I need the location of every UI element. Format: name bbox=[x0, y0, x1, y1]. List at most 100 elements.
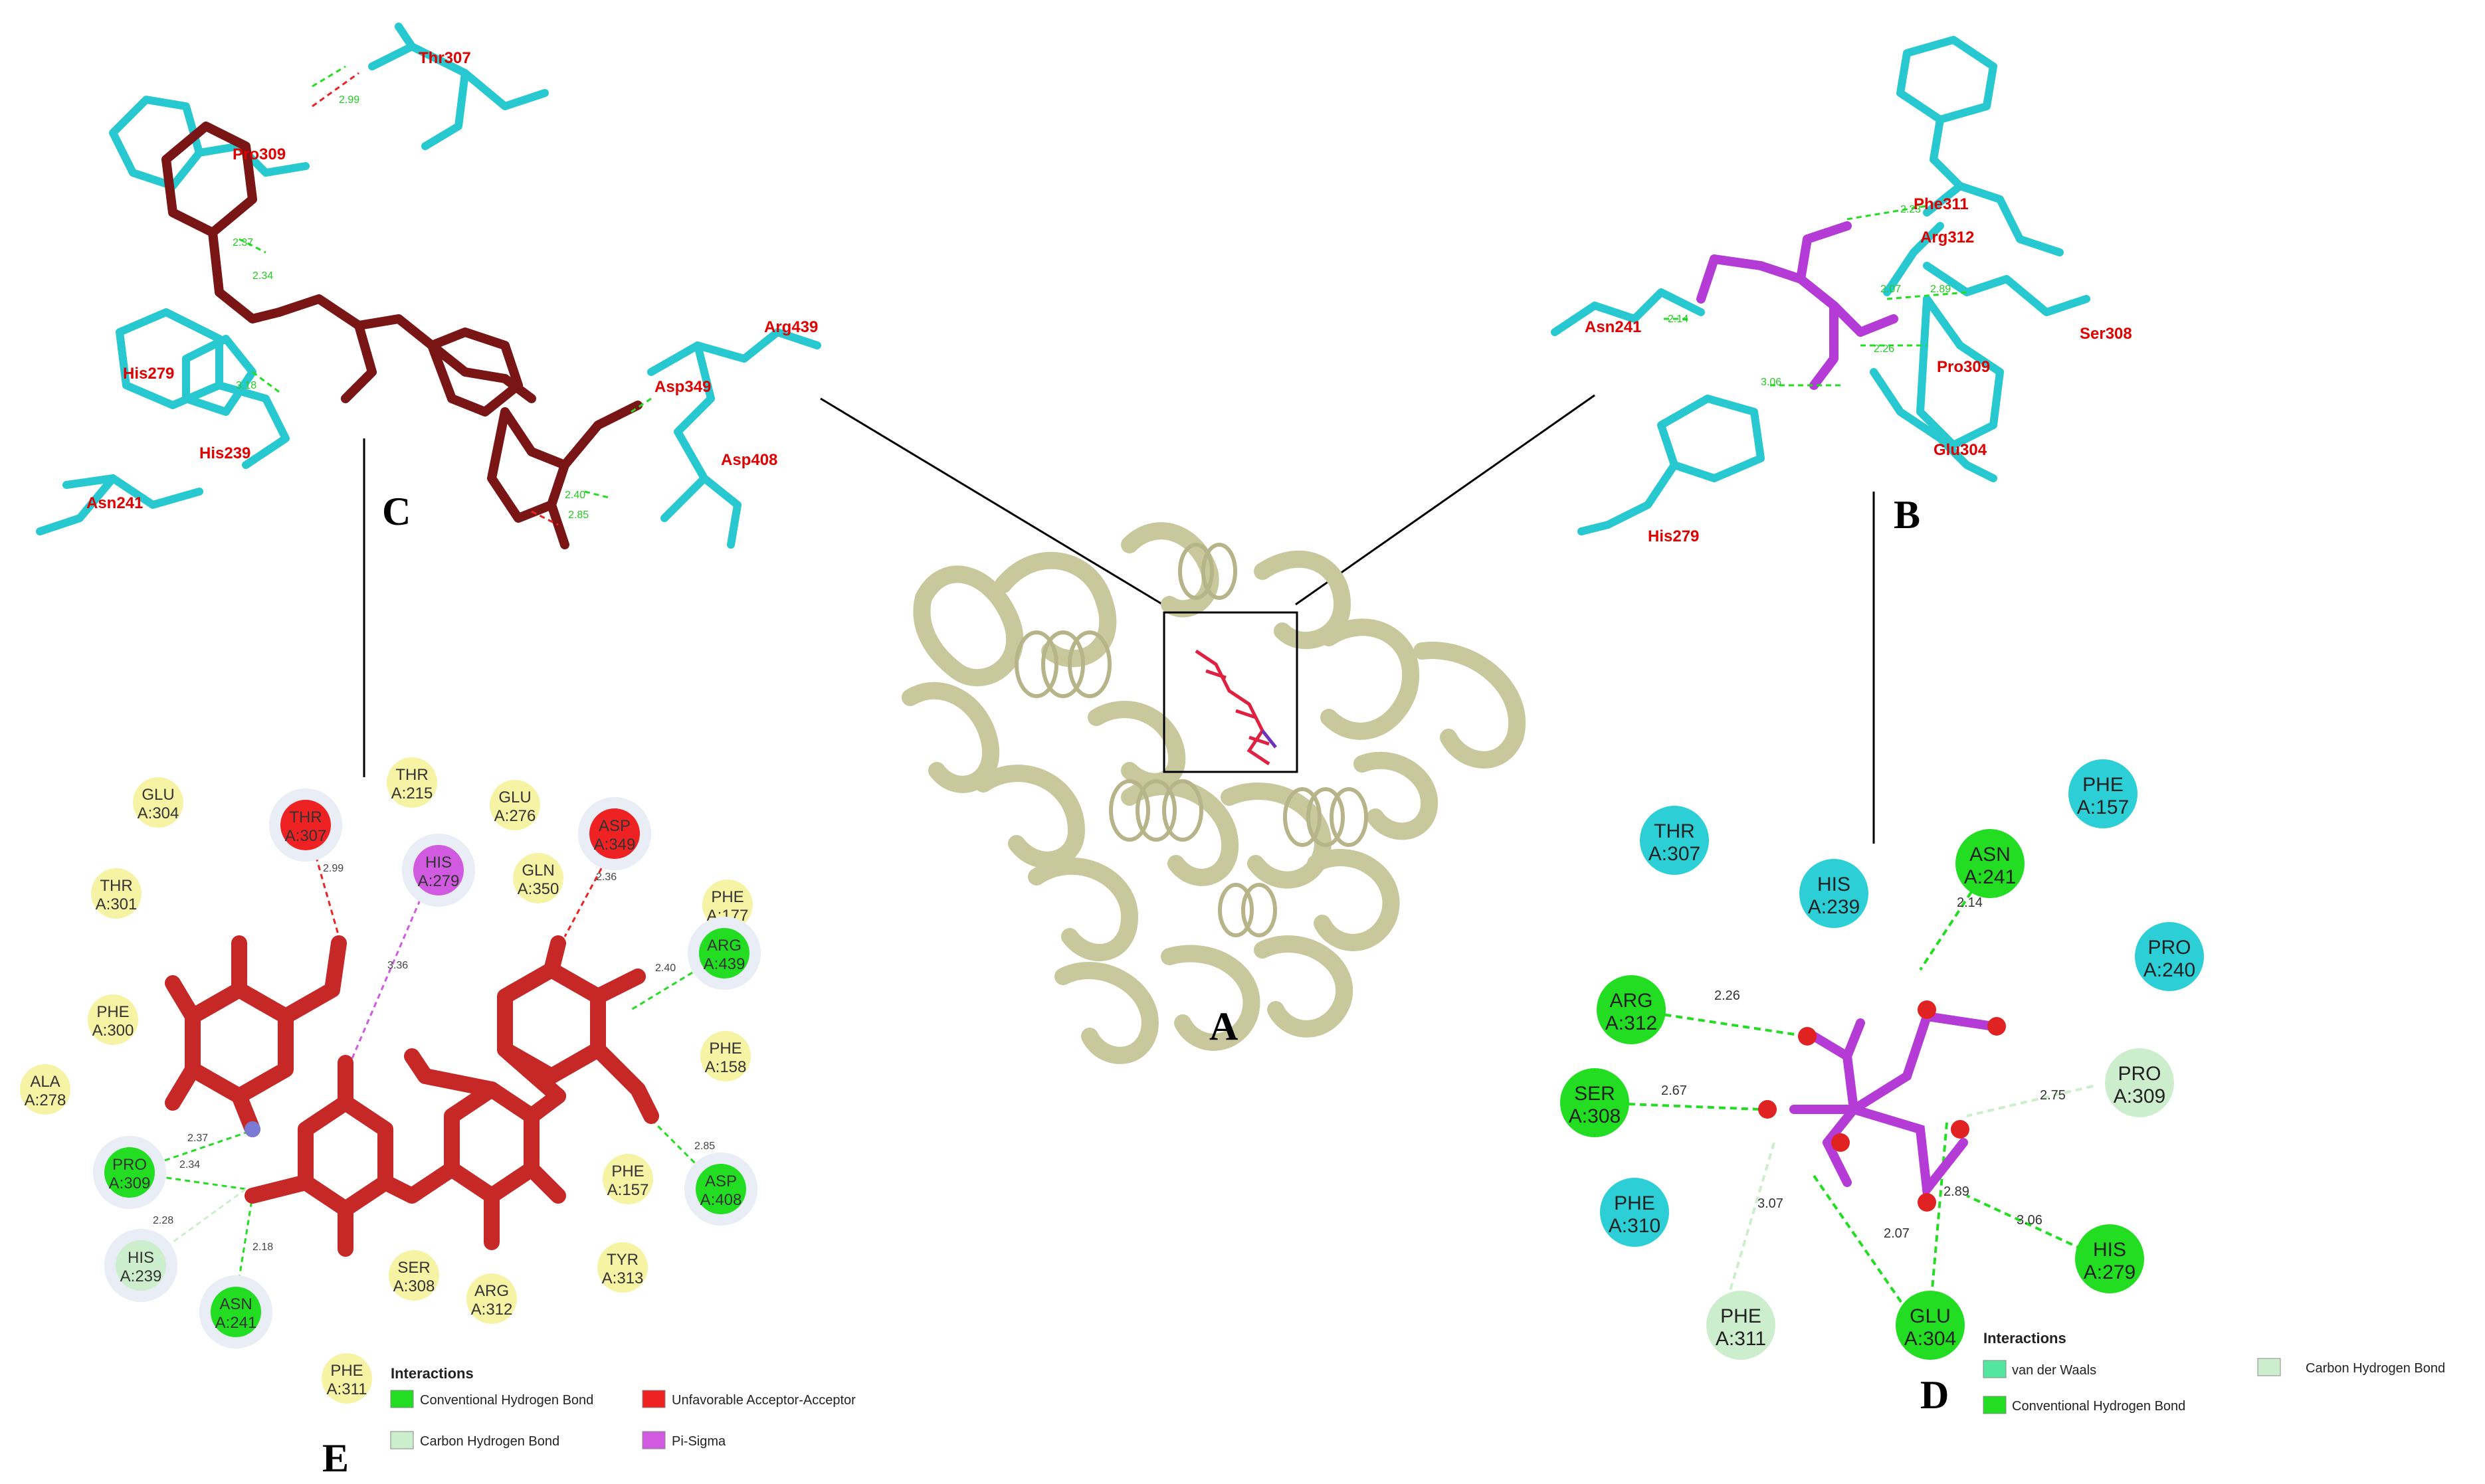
panel-c-distance-labels: 2.99 2.37 2.34 3.18 2.40 2.85 bbox=[233, 94, 589, 521]
residue-disc bbox=[104, 1147, 155, 1198]
protein-helices bbox=[1015, 543, 1368, 937]
panel-e-legend-item-2: Unfavorable Acceptor-Acceptor bbox=[672, 1393, 856, 1408]
panel-b-ligand-sticks bbox=[1696, 221, 1898, 390]
residue-name: GLU bbox=[498, 788, 531, 806]
panel-d-residue-nodes: THRA:307PHEA:157HISA:239ASNA:241PROA:240… bbox=[1560, 759, 2204, 1360]
residue-name: ASN bbox=[1969, 844, 2011, 866]
residue-disc bbox=[2068, 759, 2137, 828]
panel-c-label-4: Asp349 bbox=[654, 378, 711, 396]
residue-disc bbox=[133, 777, 183, 828]
panel-e-dist-3: 2.40 bbox=[655, 963, 676, 974]
panel-c-unfav-bonds bbox=[312, 72, 559, 526]
panel-e-letter: E bbox=[322, 1436, 349, 1480]
panel-c-3d-pose: Thr307 Pro309 His279 Arg439 Asp349 Asp40… bbox=[36, 23, 821, 549]
panel-e-residue-nodes: GLUA:304THRA:215THRA:307GLUA:276ASPA:349… bbox=[20, 757, 761, 1404]
panel-c-dist-5: 2.85 bbox=[568, 510, 589, 521]
residue-disc bbox=[2105, 1048, 2174, 1117]
residue-id: A:310 bbox=[1609, 1215, 1660, 1237]
residue-id: A:300 bbox=[92, 1022, 134, 1040]
residue-id: A:158 bbox=[705, 1058, 747, 1076]
residue-name: HIS bbox=[128, 1249, 154, 1267]
residue-name: PHE bbox=[96, 1003, 129, 1021]
residue-name: PRO bbox=[112, 1156, 147, 1174]
residue-id: A:309 bbox=[109, 1174, 151, 1192]
panel-e-dist-4: 2.37 bbox=[187, 1133, 208, 1144]
panel-c-label-1: Pro309 bbox=[233, 145, 286, 163]
panel-b-label-5: Glu304 bbox=[1934, 441, 1987, 459]
residue-id: A:241 bbox=[215, 1314, 257, 1332]
panel-b-label-6: His279 bbox=[1648, 527, 1699, 545]
panel-e-dist-2: 2.36 bbox=[596, 872, 617, 883]
panel-d-legend-item-0: van der Waals bbox=[2012, 1363, 2096, 1378]
residue-disc bbox=[413, 845, 464, 895]
residue-disc bbox=[116, 1240, 166, 1291]
residue-disc bbox=[1896, 1291, 1965, 1360]
panel-b-dist-2: 2.07 bbox=[1880, 284, 1901, 295]
residue-disc bbox=[696, 1164, 746, 1214]
panel-e-legend-title: Interactions bbox=[391, 1365, 474, 1382]
legend-swatch-conv-hbond-d bbox=[1983, 1396, 2007, 1414]
panel-c-residue-labels: Thr307 Pro309 His279 Arg439 Asp349 Asp40… bbox=[86, 49, 818, 512]
panel-d-ligand-atoms bbox=[1758, 1000, 2006, 1212]
residue-name: ASP bbox=[705, 1172, 737, 1190]
residue-name: THR bbox=[289, 808, 322, 826]
residue-id: A:308 bbox=[393, 1277, 435, 1295]
panel-e-dist-5: 2.34 bbox=[179, 1159, 200, 1170]
panel-d-dist-0: 2.14 bbox=[1957, 895, 1983, 910]
legend-swatch-vdw bbox=[1983, 1360, 2007, 1378]
panel-b-label-3: Ser308 bbox=[2080, 325, 2132, 343]
panel-e-legend-item-0: Conventional Hydrogen Bond bbox=[420, 1393, 593, 1408]
residue-disc bbox=[597, 1242, 648, 1293]
panel-c-label-2: His279 bbox=[123, 365, 174, 383]
panel-b-dist-0: 2.23 bbox=[1900, 204, 1921, 215]
residue-disc bbox=[589, 808, 640, 859]
panel-e-dist-6: 2.28 bbox=[153, 1215, 173, 1226]
panel-b-residue-sticks bbox=[1551, 36, 2090, 535]
residue-name: ARG bbox=[474, 1282, 509, 1300]
residue-id: A:304 bbox=[138, 804, 179, 822]
panel-b-label-0: Phe311 bbox=[1914, 195, 1969, 213]
panel-c-residue-sticks bbox=[36, 23, 821, 549]
legend-swatch-conv-hbond bbox=[390, 1390, 414, 1408]
panel-d-legend-title: Interactions bbox=[1983, 1330, 2066, 1346]
panel-c-hbonds bbox=[239, 65, 652, 500]
residue-name: ASP bbox=[599, 817, 631, 835]
panel-e-dist-8: 2.85 bbox=[694, 1141, 715, 1152]
panel-c-dist-2: 2.34 bbox=[252, 270, 273, 282]
panel-e-dist-1: 3.36 bbox=[387, 960, 408, 971]
residue-id: A:304 bbox=[1904, 1328, 1956, 1350]
residue-name: THR bbox=[395, 766, 428, 784]
legend-swatch-unfavorable bbox=[642, 1390, 666, 1408]
panel-e-ligand-hetero bbox=[245, 1121, 260, 1202]
panel-d-legend-item-2: Carbon Hydrogen Bond bbox=[2306, 1361, 2445, 1376]
panel-d-legend: Interactions van der Waals Conventional … bbox=[1983, 1330, 2445, 1414]
panel-b-residue-labels: Phe311 Arg312 Asn241 Ser308 Pro309 Glu30… bbox=[1585, 195, 2132, 545]
residue-disc bbox=[1597, 975, 1666, 1044]
residue-disc bbox=[466, 1273, 517, 1324]
residue-name: PHE bbox=[709, 1040, 742, 1058]
residue-name: HIS bbox=[1817, 874, 1850, 895]
panel-b-dist-3: 2.89 bbox=[1930, 284, 1951, 295]
residue-disc bbox=[699, 928, 749, 978]
residue-disc bbox=[700, 1031, 751, 1081]
panel-b-label-1: Arg312 bbox=[1920, 229, 1974, 246]
panel-c-dist-3: 3.18 bbox=[236, 380, 256, 391]
residue-disc bbox=[1955, 829, 2025, 898]
panel-d-dist-7: 3.06 bbox=[2017, 1213, 2042, 1228]
bound-ligand bbox=[1195, 649, 1277, 766]
panel-d-dist-2: 2.67 bbox=[1661, 1083, 1687, 1098]
panel-e-legend-item-1: Carbon Hydrogen Bond bbox=[420, 1434, 559, 1449]
residue-name: THR bbox=[100, 877, 132, 895]
residue-id: A:278 bbox=[25, 1091, 66, 1109]
legend-swatch-carbon-hbond bbox=[390, 1431, 414, 1449]
